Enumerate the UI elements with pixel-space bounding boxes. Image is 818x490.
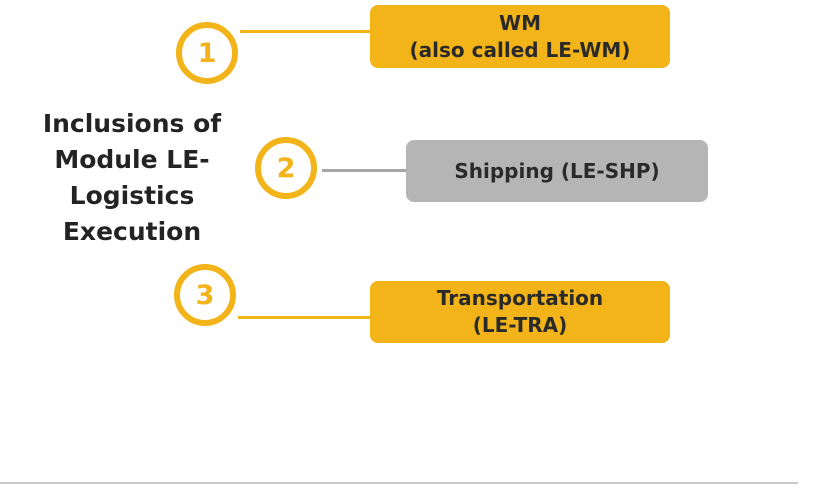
- connector-3: [238, 316, 372, 319]
- item-2-line-1: Shipping (LE-SHP): [454, 158, 660, 183]
- number-circle-3: 3: [174, 264, 236, 326]
- item-box-wm: WM (also called LE-WM): [370, 5, 670, 68]
- title-line-3: Logistics: [69, 181, 195, 210]
- number-circle-1: 1: [176, 22, 238, 84]
- bottom-divider: [0, 482, 798, 484]
- item-1-line-2: (also called LE-WM): [409, 37, 631, 62]
- connector-2: [322, 169, 408, 172]
- item-box-transportation: Transportation (LE-TRA): [370, 281, 670, 343]
- item-box-shipping: Shipping (LE-SHP): [406, 140, 708, 202]
- item-1-line-1: WM: [499, 10, 541, 35]
- number-2-label: 2: [276, 152, 296, 184]
- connector-1: [240, 30, 372, 33]
- number-3-label: 3: [195, 279, 215, 311]
- diagram-title: Inclusions of Module LE- Logistics Execu…: [18, 106, 246, 250]
- title-line-4: Execution: [62, 217, 202, 246]
- title-line-1: Inclusions of: [42, 109, 222, 138]
- item-3-line-2: (LE-TRA): [472, 313, 568, 337]
- number-circle-2: 2: [255, 137, 317, 199]
- title-line-2: Module LE-: [54, 145, 210, 174]
- item-3-line-1: Transportation: [436, 286, 604, 310]
- number-1-label: 1: [197, 37, 217, 69]
